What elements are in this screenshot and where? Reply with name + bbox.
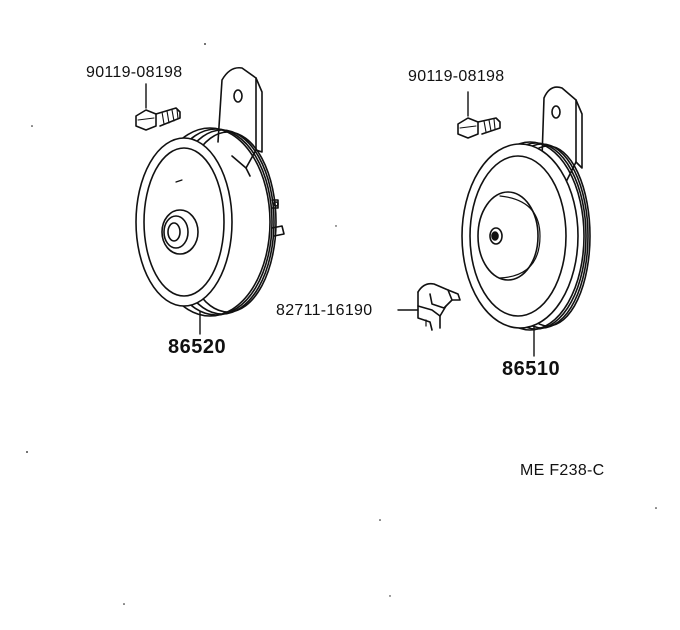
left-horn-terminal-dot xyxy=(273,201,279,207)
label-bolt-left: 90119-08198 xyxy=(86,64,183,81)
left-horn-terminal-lower xyxy=(271,225,285,237)
label-bolt-right: 90119-08198 xyxy=(408,68,505,85)
clip-drawing xyxy=(397,282,461,331)
left-horn-bracket xyxy=(217,66,263,177)
bolt-left-drawing xyxy=(135,83,181,131)
horn-86520-drawing xyxy=(135,66,285,335)
horn-86510-drawing xyxy=(461,86,591,357)
right-horn-face xyxy=(461,143,579,329)
bolt-right-drawing xyxy=(457,91,501,139)
label-clip: 82711-16190 xyxy=(276,302,373,319)
label-horn-86520: 86520 xyxy=(168,336,227,358)
label-horn-86510: 86510 xyxy=(502,358,561,380)
scan-specks xyxy=(26,43,657,605)
figure-code: ME F238-C xyxy=(520,462,605,479)
left-horn-face xyxy=(135,137,233,307)
